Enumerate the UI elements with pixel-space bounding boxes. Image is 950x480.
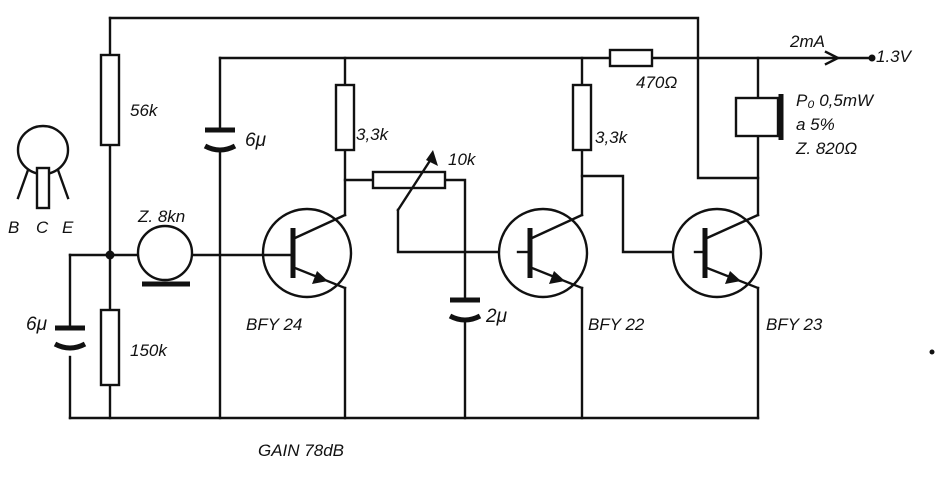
earpiece [734, 94, 784, 140]
emitter-arrow-icon [725, 271, 741, 284]
label-earpiece-impedance: Z. 820Ω [795, 139, 857, 158]
earpiece-body-icon [734, 96, 780, 138]
label-10k: 10k [448, 150, 477, 169]
pinout-sketch: B C E [8, 124, 74, 237]
potentiometer-10k [371, 170, 447, 190]
current-arrow-icon [824, 50, 841, 66]
wiring [68, 16, 872, 420]
transistor-q1 [261, 207, 353, 299]
emitter-arrow-icon [312, 271, 328, 284]
transistor-tab [35, 166, 51, 210]
label-supply-current: 2mA [789, 32, 825, 51]
resistors [99, 48, 654, 387]
collector-lead [293, 213, 347, 240]
collector-lead [705, 213, 760, 240]
label-cap-6u: 6μ [245, 130, 267, 151]
cap-input-plate-bottom [53, 341, 87, 351]
junction-dots [105, 250, 115, 260]
cap-6u-plate-bottom [203, 143, 237, 153]
stray-dot [929, 349, 935, 355]
resistor-3k3-q2 [571, 83, 593, 152]
pot-arrow-line [396, 154, 435, 212]
transistor-circle [261, 207, 353, 299]
label-supply-voltage: 1.3V [876, 47, 913, 66]
label-3k3-q2: 3,3k [595, 128, 629, 147]
label-56k: 56k [130, 101, 159, 120]
pin-label-e: E [62, 218, 74, 237]
label-cap-2u: 2μ [485, 306, 508, 327]
label-q1: BFY 24 [246, 315, 302, 334]
junction-dot [105, 250, 115, 260]
microphone [136, 224, 194, 287]
resistor-150k [99, 308, 121, 387]
cap-2u-plate-bottom [448, 313, 482, 323]
capacitors [53, 127, 482, 351]
label-microphone: Z. 8kn [137, 207, 185, 226]
label-q2: BFY 22 [588, 315, 645, 334]
label-earpiece-distortion: a 5% [796, 115, 835, 134]
pot-arrowhead-icon [426, 150, 438, 166]
label-150k: 150k [130, 341, 168, 360]
transistor-circle [671, 207, 763, 299]
pin-label-b: B [8, 218, 19, 237]
microphone-icon [136, 224, 194, 282]
label-q3: BFY 23 [766, 315, 823, 334]
supply-terminal [824, 50, 935, 355]
label-cap-input: 6μ [26, 314, 48, 335]
pin-label-c: C [36, 218, 49, 237]
transistor-q3 [671, 207, 763, 299]
emitter-arrow-icon [549, 271, 565, 284]
resistor-56k [99, 53, 121, 147]
base-lead [16, 168, 30, 200]
label-earpiece-power: P₀ 0,5mW [796, 91, 875, 110]
supply-terminal-dot [868, 54, 876, 62]
label-gain: GAIN 78dB [258, 441, 344, 460]
transistor-q2 [497, 207, 589, 299]
resistor-470-ohm [608, 48, 654, 68]
label-3k3-q1: 3,3k [356, 125, 390, 144]
resistor-3k3-q1 [334, 83, 356, 152]
labels: 56k 150k 6μ 6μ 2μ Z. 8kn 3,3k 3,3k 10k 4… [26, 32, 913, 460]
transistor-circle [497, 207, 589, 299]
collector-lead [530, 213, 584, 240]
emitter-lead [56, 168, 70, 200]
label-470-ohm: 470Ω [636, 73, 677, 92]
